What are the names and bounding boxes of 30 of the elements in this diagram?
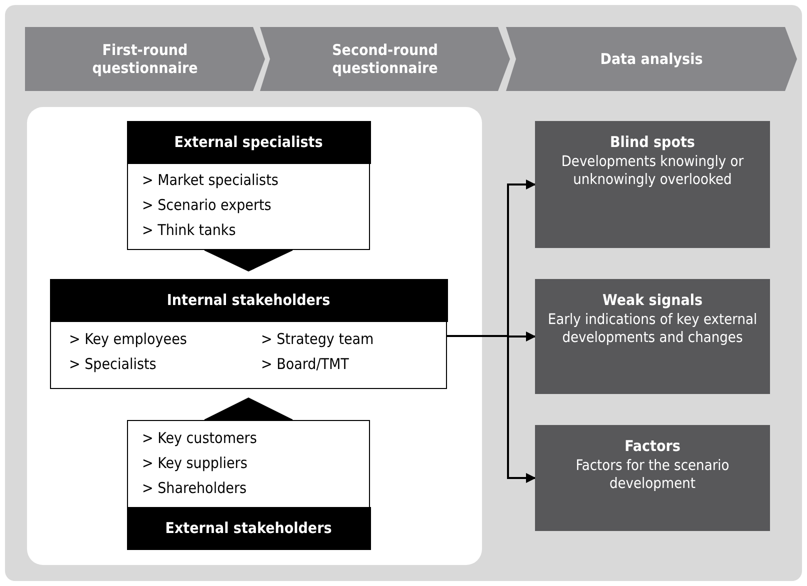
list-item: > Key suppliers bbox=[142, 454, 248, 472]
list-item: > Board/TMT bbox=[261, 355, 349, 373]
stakeholder-box bbox=[127, 121, 370, 250]
list-item: > Market specialists bbox=[142, 171, 278, 189]
result-description: Early indications of key external developments and changes bbox=[547, 310, 758, 348]
result-box bbox=[535, 425, 770, 531]
list-item: > Specialists bbox=[69, 355, 156, 373]
step-label: Data analysis bbox=[600, 50, 703, 68]
list-item: > Key customers bbox=[142, 429, 257, 447]
result-box bbox=[535, 121, 770, 248]
result-description: Factors for the scenario development bbox=[574, 456, 730, 494]
stakeholder-box bbox=[50, 279, 447, 389]
list-item: > Strategy team bbox=[261, 330, 374, 348]
group-heading: External specialists bbox=[126, 120, 370, 164]
group-heading: Internal stakeholders bbox=[50, 278, 448, 322]
result-title: Blind spots bbox=[609, 133, 696, 152]
result-box bbox=[535, 279, 770, 394]
stakeholder-box bbox=[127, 420, 370, 549]
result-description: Developments knowingly or unknowingly overlooked bbox=[560, 152, 745, 190]
list-item: > Think tanks bbox=[142, 221, 236, 239]
list-item: > Key employees bbox=[69, 330, 187, 348]
wedge-arrow bbox=[204, 397, 293, 420]
result-title: Factors bbox=[624, 437, 682, 456]
step-label: First-round questionnaire bbox=[91, 41, 199, 77]
group-heading: External stakeholders bbox=[126, 506, 370, 550]
wedge-arrow bbox=[204, 250, 293, 272]
step-label: Second-round questionnaire bbox=[331, 41, 439, 77]
list-item: > Shareholders bbox=[142, 479, 247, 497]
list-item: > Scenario experts bbox=[142, 196, 272, 214]
result-title: Weak signals bbox=[602, 291, 704, 310]
